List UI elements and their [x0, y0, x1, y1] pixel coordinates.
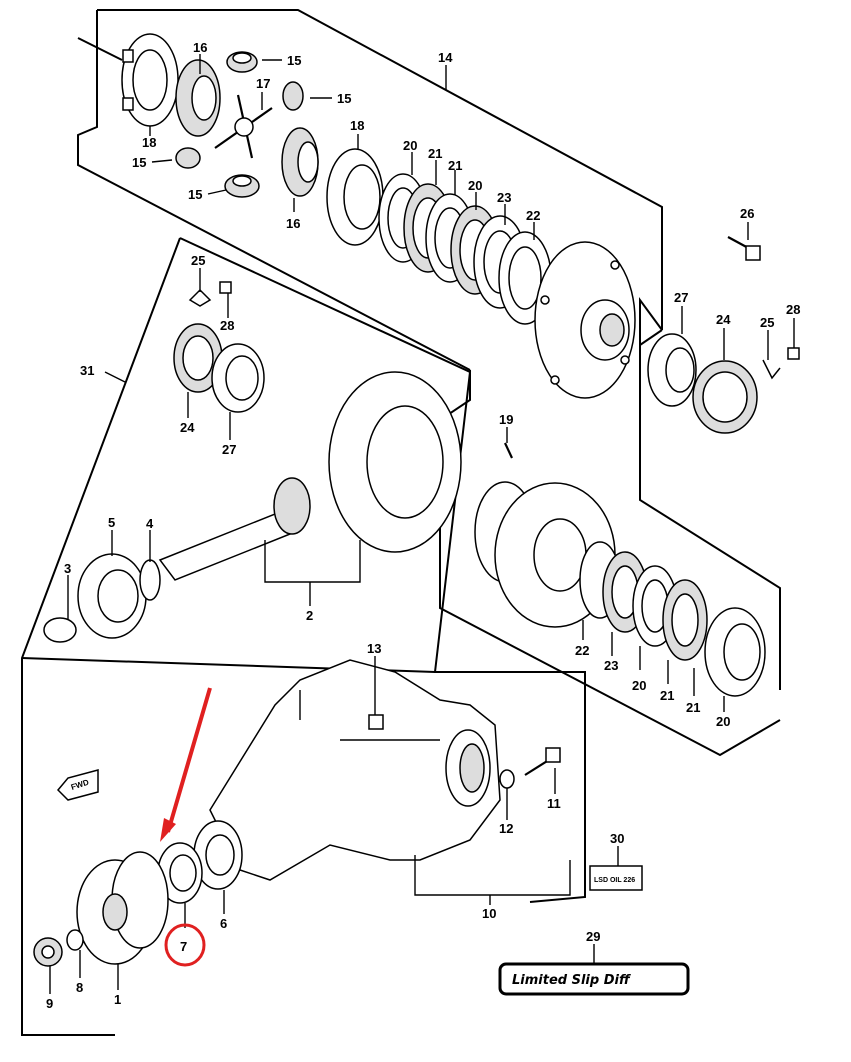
bolt-11 — [524, 747, 561, 776]
callout-15: 15 — [188, 187, 202, 202]
bearing-race-3 — [43, 617, 77, 643]
callout-21: 21 — [686, 700, 700, 715]
oil-seal-7 — [157, 842, 203, 904]
callout-2: 2 — [306, 608, 313, 623]
oil-label-30: LSD OIL 226 — [589, 865, 643, 891]
callout-29: 29 — [586, 929, 600, 944]
callout-labels: 16 15 17 15 18 15 15 16 18 20 21 21 20 2… — [46, 40, 800, 1011]
side-gear-18-bottom — [326, 148, 384, 246]
oil-label-text: LSD OIL 226 — [594, 877, 635, 884]
washer-12 — [499, 769, 515, 789]
callout-8: 8 — [76, 980, 83, 995]
bolt-28-left — [219, 281, 232, 294]
bearing-27-left — [211, 343, 265, 413]
callout-7: 7 — [180, 939, 187, 954]
lsd-label-text: Limited Slip Diff — [512, 973, 631, 988]
callout-15: 15 — [132, 155, 146, 170]
callout-21: 21 — [660, 688, 674, 703]
bolt-19 — [504, 442, 513, 459]
side-gear-18-top — [121, 33, 179, 127]
callout-12: 12 — [499, 821, 513, 836]
callout-20: 20 — [716, 714, 730, 729]
callout-22: 22 — [575, 643, 589, 658]
pinion-bearing-6 — [193, 820, 243, 890]
pinion-gear-15-left — [175, 147, 201, 169]
pinion-gear-15-bottom — [224, 174, 260, 198]
callout-25: 25 — [191, 253, 205, 268]
callout-23: 23 — [604, 658, 618, 673]
callout-14: 14 — [438, 50, 453, 65]
companion-flange-1 — [76, 851, 169, 965]
drive-pinion-2 — [158, 477, 311, 581]
clutch-plates-top — [378, 173, 552, 325]
callout-28: 28 — [786, 302, 800, 317]
adjuster-24-right — [692, 360, 758, 434]
highlight-arrow-head — [160, 818, 176, 842]
callout-27: 27 — [674, 290, 688, 305]
callout-20: 20 — [403, 138, 417, 153]
highlight-circle — [164, 923, 206, 967]
spacer-4 — [139, 559, 161, 601]
callout-24: 24 — [716, 312, 731, 327]
callout-23: 23 — [497, 190, 511, 205]
callout-20: 20 — [468, 178, 482, 193]
callout-6: 6 — [220, 916, 227, 931]
callout-18: 18 — [142, 135, 156, 150]
callout-22: 22 — [526, 208, 540, 223]
fwd-arrow-tag: FWD — [56, 769, 99, 801]
callout-9: 9 — [46, 996, 53, 1011]
callout-16: 16 — [286, 216, 300, 231]
callout-31: 31 — [80, 363, 94, 378]
callout-4: 4 — [146, 516, 154, 531]
ring-gear — [328, 371, 462, 553]
lock-plate-25-left — [188, 288, 212, 307]
washer-8 — [66, 929, 84, 951]
leader-lines — [49, 54, 795, 994]
nut-9 — [33, 937, 63, 967]
callout-27: 27 — [222, 442, 236, 457]
bolt-26 — [727, 236, 761, 261]
side-gear-16-top — [175, 59, 221, 137]
callout-10: 10 — [482, 906, 496, 921]
bolt-28-right — [787, 347, 800, 360]
plug-13 — [368, 714, 384, 730]
callout-13: 13 — [367, 641, 381, 656]
lsd-label-29: Limited Slip Diff — [498, 962, 690, 996]
pinion-gear-15-right — [282, 81, 304, 111]
callout-17: 17 — [256, 76, 270, 91]
callout-28: 28 — [220, 318, 234, 333]
side-gear-16-bottom — [281, 127, 319, 197]
callout-16: 16 — [193, 40, 207, 55]
lock-plate-25-right — [762, 359, 781, 380]
highlight-arrow — [166, 687, 212, 833]
callout-25: 25 — [760, 315, 774, 330]
callout-20: 20 — [632, 678, 646, 693]
differential-carrier-10 — [209, 659, 501, 881]
pinion-spider-17 — [214, 94, 273, 159]
callout-18: 18 — [350, 118, 364, 133]
pinion-gear-15-top — [226, 51, 258, 73]
clutch-plates-bottom — [579, 541, 766, 697]
callout-11: 11 — [547, 796, 561, 811]
callout-24: 24 — [180, 420, 195, 435]
bearing-5 — [77, 553, 147, 639]
callout-15: 15 — [337, 91, 351, 106]
group-outline-differential-case — [77, 9, 663, 371]
highlight-annotation — [160, 687, 212, 967]
callout-15: 15 — [287, 53, 301, 68]
callout-5: 5 — [108, 515, 115, 530]
callout-21: 21 — [428, 146, 442, 161]
callout-1: 1 — [114, 992, 121, 1007]
adjuster-24-left — [173, 323, 223, 393]
callout-21: 21 — [448, 158, 462, 173]
callout-30: 30 — [610, 831, 624, 846]
callout-26: 26 — [740, 206, 754, 221]
differential-case-half — [534, 241, 636, 399]
bearing-27-right — [647, 333, 697, 407]
callout-19: 19 — [499, 412, 513, 427]
callout-3: 3 — [64, 561, 71, 576]
